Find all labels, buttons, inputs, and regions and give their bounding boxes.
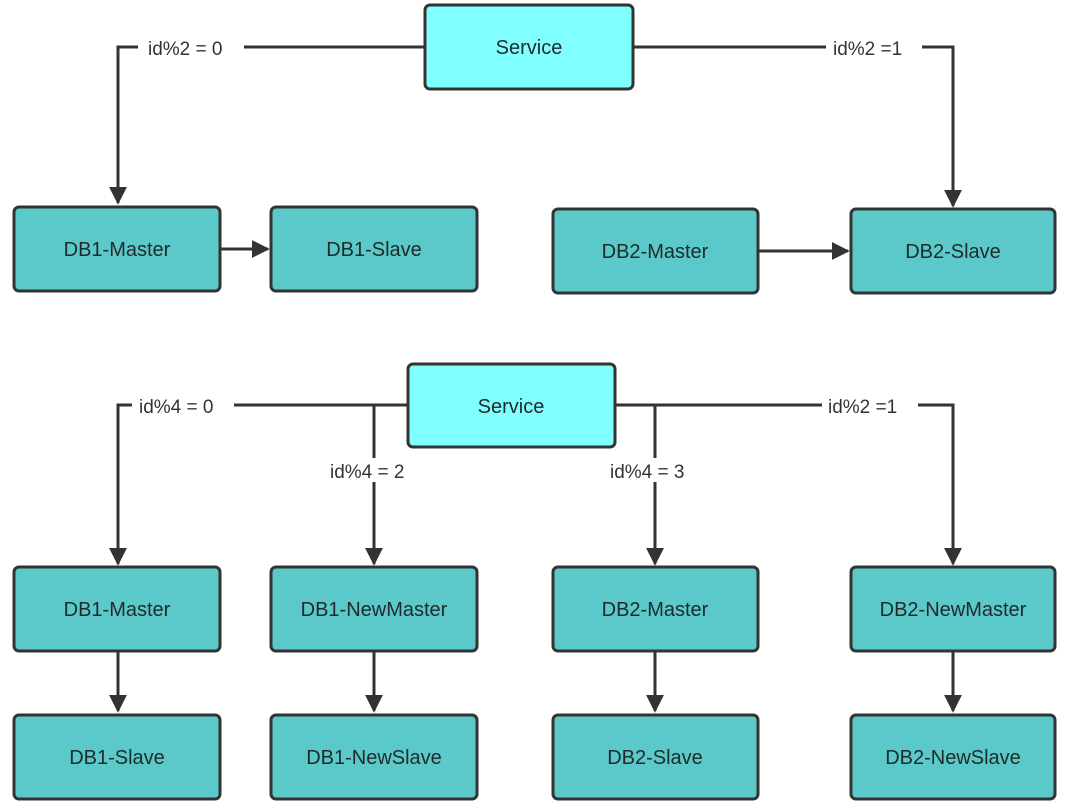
node-label: DB2-Master <box>602 241 709 263</box>
edge-service-to-db2-slave <box>634 45 962 208</box>
node-label: DB2-Master <box>602 599 709 621</box>
bottom-edges: id%4 = 0 id%2 =1 id%4 = 2 id%4 = 3 <box>109 393 962 713</box>
node-label: DB1-Master <box>64 239 171 261</box>
bottom-db1-master-node[interactable]: DB1-Master <box>12 565 222 653</box>
edge-label-id4-0: id%4 = 0 <box>139 397 213 418</box>
bottom-db2-new-slave-node[interactable]: DB2-NewSlave <box>849 713 1057 801</box>
edge-label-bg <box>132 393 234 417</box>
edge-label-id2-1: id%2 =1 <box>828 397 897 418</box>
edge-label-id4-2: id%4 = 2 <box>330 462 404 483</box>
edge-label-id2-1: id%2 =1 <box>833 39 902 60</box>
edge-service-to-db1-master <box>109 403 408 566</box>
top-db2-master-node[interactable]: DB2-Master <box>551 207 760 295</box>
top-service-node[interactable]: Service <box>423 3 635 91</box>
top-db2-slave-node[interactable]: DB2-Slave <box>849 207 1057 295</box>
top-edges: id%2 = 0 id%2 =1 <box>109 35 962 260</box>
edge-label-bg <box>326 458 424 482</box>
node-label: Service <box>496 37 563 59</box>
node-label: DB2-NewSlave <box>885 747 1021 769</box>
edge-label-bg <box>822 393 918 417</box>
bottom-db1-new-slave-node[interactable]: DB1-NewSlave <box>269 713 479 801</box>
edge-service-to-db2-new-master <box>616 403 962 566</box>
edge-label-bg <box>826 35 922 59</box>
node-label: Service <box>478 396 545 418</box>
bottom-service-node[interactable]: Service <box>406 362 617 449</box>
bottom-db2-slave-node[interactable]: DB2-Slave <box>551 713 760 801</box>
edge-label-bg <box>138 35 244 59</box>
node-label: DB2-NewMaster <box>880 599 1027 621</box>
node-label: DB1-Master <box>64 599 171 621</box>
bottom-nodes: Service DB1-Master DB1-NewMaster DB2-Mas… <box>12 362 1057 801</box>
bottom-db1-new-master-node[interactable]: DB1-NewMaster <box>269 565 479 653</box>
node-label: DB2-Slave <box>905 241 1001 263</box>
bottom-db1-slave-node[interactable]: DB1-Slave <box>12 713 222 801</box>
node-label: DB1-NewSlave <box>306 747 442 769</box>
edge-label-id4-3: id%4 = 3 <box>610 462 684 483</box>
bottom-db2-master-node[interactable]: DB2-Master <box>551 565 760 653</box>
node-label: DB1-Slave <box>69 747 165 769</box>
edge-service-to-db1-master <box>109 45 425 205</box>
top-db1-master-node[interactable]: DB1-Master <box>12 205 222 293</box>
top-nodes: Service DB1-Master DB1-Slave DB2-Master … <box>12 3 1057 295</box>
edge-label-bg <box>606 458 704 482</box>
node-label: DB2-Slave <box>607 747 703 769</box>
node-label: DB1-NewMaster <box>301 599 448 621</box>
node-label: DB1-Slave <box>326 239 422 261</box>
bottom-db2-new-master-node[interactable]: DB2-NewMaster <box>849 565 1057 653</box>
top-db1-slave-node[interactable]: DB1-Slave <box>269 205 479 293</box>
edge-label-id2-0: id%2 = 0 <box>148 39 222 60</box>
